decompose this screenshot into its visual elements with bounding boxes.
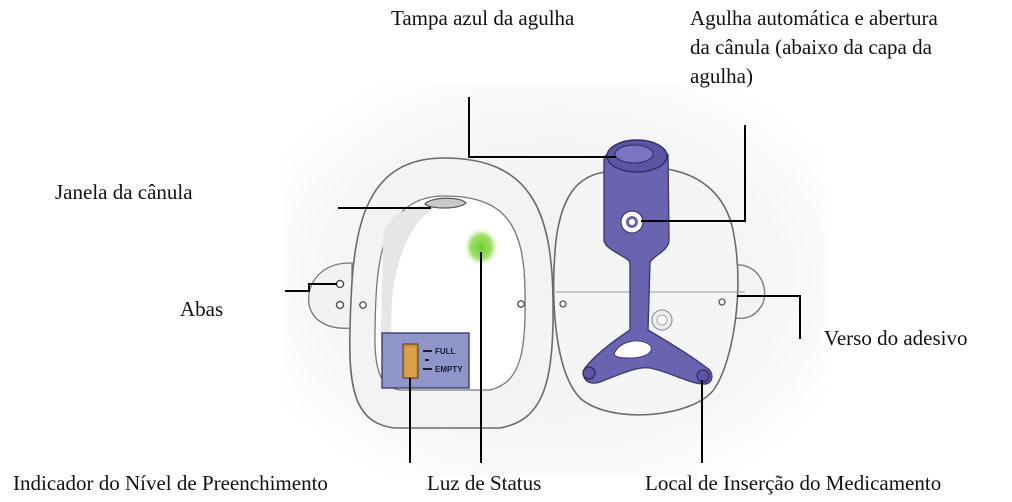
tab-hole-1 [335,279,345,289]
fill-indicator-panel [381,332,470,389]
leader-needle-cap [468,97,616,158]
label-auto-needle-line1: Agulha automática e abertura [690,6,938,30]
label-adhesive-back: Verso do adesivo [824,326,968,350]
pod-side-hole-left [359,301,367,309]
tab-hole-2 [335,300,345,310]
leader-tabs [285,283,337,292]
leader-auto-needle [641,125,746,222]
needle-cap-top [614,144,654,164]
cannula-window [424,197,467,209]
center-button-inner [656,314,668,326]
needle-opening-center [629,219,635,225]
leader-lines [285,97,801,463]
needle-assembly [582,145,713,385]
label-status-light: Luz de Status [427,471,542,495]
label-medication-site: Local de Inserção do Medicamento [645,471,942,495]
empty-label: EMPTY [435,365,463,374]
adhesive-ear [732,264,766,320]
assembly-cutout [613,340,652,359]
leader-adhesive-back [737,295,801,339]
label-auto-needle-line2: da cânula (abaixo da capa da [690,35,932,59]
label-cannula-window: Janela da cânula [55,180,193,204]
back-hole-left [559,300,567,308]
label-auto-needle-line3: agulha) [690,64,753,88]
fill-indicator-level [405,347,416,377]
pod-inner-shadow [381,204,440,382]
back-hole-right [718,298,726,306]
pod-side-hole-right [517,300,525,308]
pod-front: FULL EMPTY [307,157,554,429]
pod-back [552,139,766,416]
assembly-end-left [582,366,596,380]
tab-ear [307,262,353,329]
label-needle-cap: Tampa azul da agulha [391,6,575,30]
full-label: FULL [435,347,456,356]
label-tabs: Abas [180,297,224,321]
status-light [463,227,499,267]
label-fill-indicator: Indicador do Nível de Preenchimento [13,471,328,495]
